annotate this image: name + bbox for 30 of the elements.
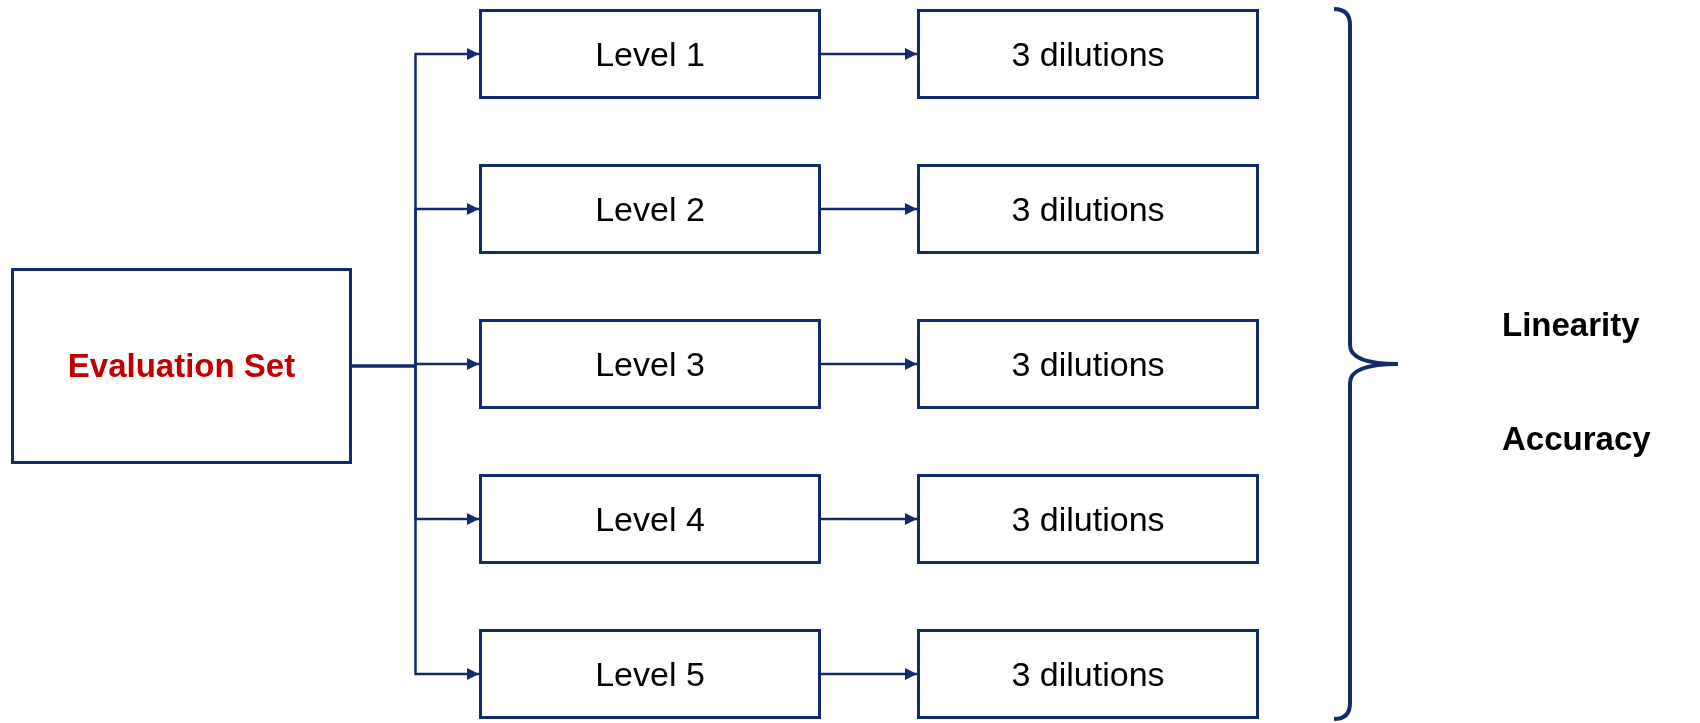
process-box [917,319,1259,409]
note-text: Linearity [1502,306,1640,344]
box-label: Level 2 [595,189,705,229]
box-label: 3 dilutions [1011,344,1165,384]
process-box [479,319,821,409]
input-box [11,268,352,464]
box-label: Level 5 [595,654,705,694]
note-text: Accuracy [1502,420,1651,458]
arrow [821,357,917,371]
process-box [479,9,821,99]
process-box [479,629,821,719]
process-box [479,164,821,254]
process-box [917,9,1259,99]
arrow [352,364,479,681]
arrow [821,512,917,526]
process-box [479,474,821,564]
box-label: Evaluation Set [67,347,296,385]
arrow [821,47,917,61]
process-box [917,629,1259,719]
box-label: Level 1 [595,34,705,74]
box-label: 3 dilutions [1011,654,1165,694]
box-label: 3 dilutions [1011,34,1165,74]
box-label: 3 dilutions [1011,499,1165,539]
box-label: Level 4 [595,499,705,539]
box-label: Level 3 [595,344,705,384]
arrow [821,667,917,681]
arrow [821,202,917,216]
process-box [917,474,1259,564]
box-label: 3 dilutions [1011,189,1165,229]
process-box [917,164,1259,254]
